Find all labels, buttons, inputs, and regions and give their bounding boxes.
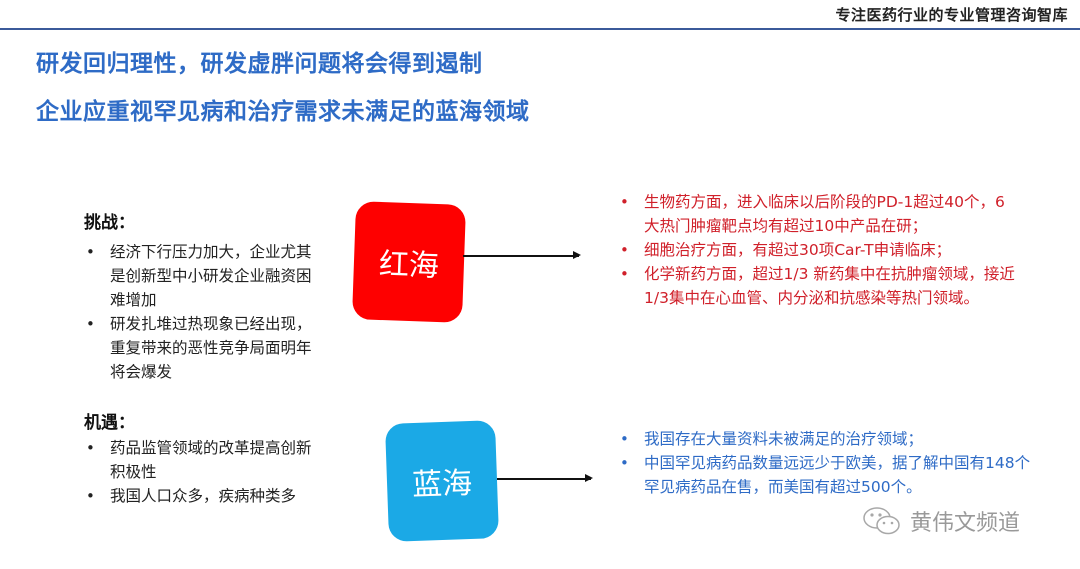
opportunities-title: 机遇： [84,413,135,433]
header-tagline: 专注医药行业的专业管理咨询智库 [835,6,1068,24]
red-sea-box: 红海 [351,201,467,323]
arrow-right-icon [497,475,593,481]
watermark-text: 黄伟文频道 [910,511,1021,536]
list-item: 药品监管领域的改革提高创新积极性 [84,436,324,484]
list-item: 我国存在大量资料未被满足的治疗领域； [618,427,1038,451]
watermark: 黄伟文频道 [862,505,1020,537]
list-item: 化学新药方面，超过1/3 新药集中在抗肿瘤领域，接近1/3集中在心血管、内分泌和… [618,262,1018,310]
challenges-list: 经济下行压力加大，企业尤其是创新型中小研发企业融资困难增加 研发扎堆过热现象已经… [84,240,324,384]
opportunities-list: 药品监管领域的改革提高创新积极性 我国人口众多，疾病种类多 [84,436,324,508]
header-divider [0,28,1080,30]
arrow-right-icon [463,252,581,258]
wechat-icon [863,507,900,535]
headline-1: 研发回归理性，研发虚胖问题将会得到遏制 [36,51,483,77]
blue-sea-label: 蓝海 [411,465,473,504]
list-item: 生物药方面，进入临床以后阶段的PD-1超过40个，6大热门肿瘤靶点均有超过10中… [618,190,1018,238]
list-item: 经济下行压力加大，企业尤其是创新型中小研发企业融资困难增加 [84,240,324,312]
red-sea-list: 生物药方面，进入临床以后阶段的PD-1超过40个，6大热门肿瘤靶点均有超过10中… [618,190,1018,310]
top-bar: 专注医药行业的专业管理咨询智库 [0,0,1080,28]
blue-sea-list: 我国存在大量资料未被满足的治疗领域； 中国罕见病药品数量远远少于欧美，据了解中国… [618,427,1038,499]
list-item: 细胞治疗方面，有超过30项Car-T申请临床； [618,238,1018,262]
list-item: 我国人口众多，疾病种类多 [84,484,324,508]
blue-sea-box: 蓝海 [384,420,500,542]
list-item: 研发扎堆过热现象已经出现，重复带来的恶性竞争局面明年将会爆发 [84,312,324,384]
headline-2: 企业应重视罕见病和治疗需求未满足的蓝海领域 [36,99,530,125]
list-item: 中国罕见病药品数量远远少于欧美，据了解中国有148个罕见病药品在售，而美国有超过… [618,451,1038,499]
red-sea-label: 红海 [378,246,440,285]
challenges-title: 挑战： [84,213,135,233]
